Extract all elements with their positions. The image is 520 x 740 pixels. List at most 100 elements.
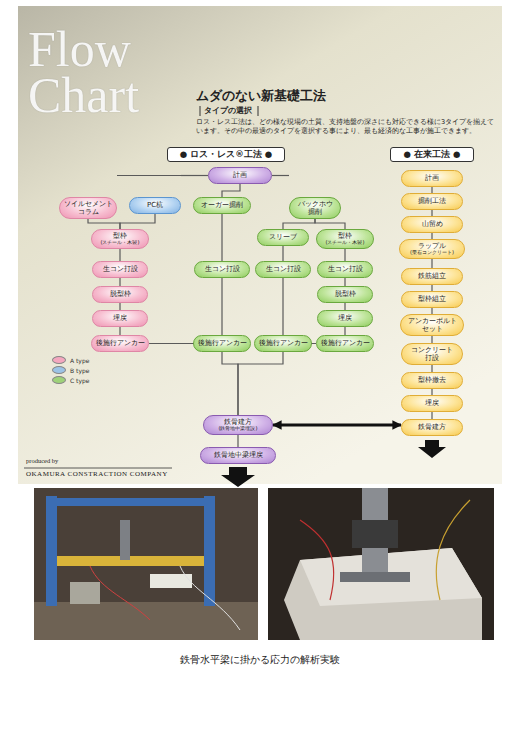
flow-line — [272, 175, 289, 176]
legend-text: A type — [70, 357, 89, 364]
process-oval: 鉄骨建方 — [401, 419, 463, 436]
legend-item: B type — [52, 366, 89, 374]
photo-caption: 鉄骨水平梁に掛かる応力の解析実験 — [0, 653, 520, 667]
node-text: 埋戻 — [113, 314, 127, 322]
node-text: 型枠組立 — [418, 295, 446, 303]
flow-line — [238, 352, 283, 415]
process-oval: 型枠(スチール・木製) — [91, 229, 149, 249]
flow-line — [344, 303, 345, 310]
legend-swatch — [52, 376, 66, 384]
base-plate — [340, 572, 410, 582]
double-arrow — [273, 424, 401, 427]
node-text: 埋戻 — [425, 399, 439, 407]
process-oval: 後施行アンカー — [316, 335, 374, 352]
node-subtext: (スチール・木製) — [325, 240, 364, 246]
heading-bracket — [200, 106, 201, 116]
node-text: 生コン打設 — [266, 265, 301, 273]
flow-line — [119, 327, 120, 335]
panel-background — [18, 6, 502, 484]
process-oval: 埋戻 — [401, 395, 463, 412]
node-text: PC杭 — [147, 201, 163, 209]
node-text: ラップル — [418, 242, 446, 250]
process-oval: 生コン打設 — [92, 261, 148, 278]
legend-item: A type — [52, 356, 89, 364]
flow-line — [120, 214, 155, 229]
node-subtext: (鉄骨地中梁埋設) — [218, 426, 257, 432]
flow-line — [431, 259, 432, 268]
steel-column — [46, 496, 57, 606]
node-text: 後施行アンカー — [198, 339, 247, 347]
node-text: 鉄筋組立 — [418, 272, 446, 280]
block-top — [300, 548, 482, 606]
flow-line — [283, 219, 315, 229]
test-beam — [57, 556, 204, 566]
flow-line — [181, 175, 208, 176]
node-text: 計画 — [425, 174, 439, 182]
concrete-base — [70, 582, 100, 604]
process-oval: コンクリート 打設 — [401, 343, 463, 365]
node-text: 型枠撤去 — [418, 376, 446, 384]
node-text: 掘削工法 — [418, 197, 446, 205]
flow-line — [237, 435, 238, 447]
node-text: 後施行アンカー — [321, 339, 370, 347]
flow-line — [221, 278, 222, 335]
node-subtext: (スチール・木製) — [100, 240, 139, 246]
sensor-wire — [300, 520, 334, 600]
flow-line — [344, 249, 345, 261]
credit-rule — [24, 468, 172, 469]
heading-bracket — [258, 106, 259, 116]
process-oval: 生コン打設 — [194, 261, 250, 278]
process-oval: オーガー掘削 — [193, 197, 251, 214]
process-oval: 型枠(スチール・木製) — [316, 229, 374, 249]
flow-line — [88, 219, 120, 229]
node-text: 生コン打設 — [103, 265, 138, 273]
process-oval: 生コン打設 — [255, 261, 311, 278]
node-text: 鉄骨地中梁埋戻 — [214, 451, 263, 459]
node-text: コンクリート 打設 — [405, 346, 459, 362]
credit-text: produced by — [26, 457, 146, 464]
company-name: OKAMURA CONSTRACTION COMPANY — [26, 470, 226, 478]
node-text: 型枠 — [113, 232, 127, 240]
process-oval: 鉄骨地中梁埋戻 — [200, 447, 276, 464]
node-text: 脱型枠 — [335, 290, 356, 298]
process-oval: 鉄骨建方(鉄骨地中梁埋設) — [203, 415, 273, 435]
process-oval: 鉄筋組立 — [401, 268, 463, 285]
steel-column — [204, 496, 215, 606]
process-oval: ソイルセメント コラム — [59, 197, 117, 219]
node-text: 生コン打設 — [328, 265, 363, 273]
process-oval: 埋戻 — [317, 310, 373, 327]
node-text: ● 在来工法 ● — [404, 150, 461, 160]
flow-line — [222, 352, 238, 415]
node-text: 脱型枠 — [110, 290, 131, 298]
process-oval: 脱型枠 — [92, 286, 148, 303]
section-header: ● 在来工法 ● — [390, 147, 474, 162]
subheading: タイプの選択 — [204, 106, 264, 116]
flow-line — [119, 303, 120, 310]
process-oval: 山留め — [401, 216, 463, 233]
node-subtext: (栗石コンクリート) — [410, 250, 454, 256]
process-oval: バックホウ 掘削 — [289, 197, 341, 219]
page-title: ムダのない新基礎工法 — [196, 88, 326, 105]
process-oval: スリーブ — [257, 229, 309, 246]
legend-text: C type — [70, 377, 90, 384]
flow-line — [344, 327, 345, 335]
node-text: 後施行アンカー — [96, 339, 145, 347]
process-oval: 計画 — [208, 167, 272, 184]
sensor-wire — [180, 566, 240, 630]
flow-line — [282, 278, 283, 335]
node-text: 山留め — [422, 220, 443, 228]
flow-line — [221, 214, 222, 261]
steel-beam — [46, 498, 215, 506]
node-text: 鉄骨建方 — [418, 423, 446, 431]
node-text: アンカーボルト セット — [404, 317, 460, 333]
flow-line — [222, 184, 240, 197]
down-arrow — [221, 467, 255, 487]
photo-floor — [34, 602, 258, 640]
sensor-wire — [436, 500, 470, 600]
node-text: バックホウ 掘削 — [293, 200, 337, 216]
process-oval: アンカーボルト セット — [400, 314, 464, 336]
flow-line — [431, 365, 432, 372]
legend-swatch — [52, 356, 66, 364]
